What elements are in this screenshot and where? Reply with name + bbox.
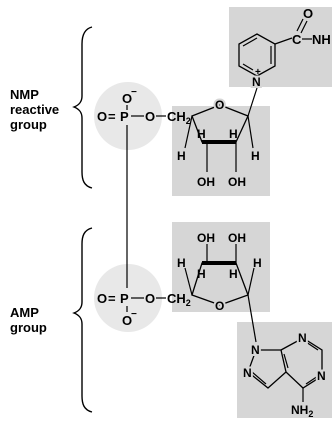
amp-c4-h-bond <box>184 267 193 296</box>
nmp-c1-n-bond <box>247 87 258 117</box>
nmp-top-oxygen-charge: − <box>131 87 137 98</box>
nmp-ribose-box <box>172 106 270 196</box>
nmp-c4-h-bond <box>184 115 193 149</box>
nmp-oh-c2: OH <box>228 175 246 189</box>
amp-h-c4: H <box>177 256 186 270</box>
nmp-top-oxygen: O <box>122 91 132 106</box>
amide-oxygen: O <box>303 6 313 21</box>
adenine-inner-bond-1 <box>251 371 267 385</box>
nmp-oh-c3: OH <box>197 175 215 189</box>
nmp-c1-h-bond <box>247 115 254 149</box>
amp-bottom-oxygen: O <box>122 313 132 328</box>
amp-label-line2: group <box>10 320 47 335</box>
adenine-inner-bond-2 <box>283 353 289 369</box>
amide-c-bond <box>274 37 293 45</box>
amp-ring-oxygen: O <box>215 299 224 313</box>
amp-h-c2: H <box>229 267 238 281</box>
nmp-h-c2: H <box>229 127 238 141</box>
nmp-h-c4: H <box>177 149 186 163</box>
adenine-n1: N <box>317 369 326 383</box>
amp-brace <box>72 227 93 413</box>
pyridinium-nitrogen: N <box>252 75 261 89</box>
nmp-ch2: CH2 <box>167 109 191 126</box>
amide-co-bond-b <box>300 20 308 34</box>
nmp-ribose-ring <box>191 104 249 143</box>
adenine-n9: N <box>251 343 260 357</box>
amp-h-c1: H <box>253 256 262 270</box>
adenine-box <box>237 322 332 418</box>
adenine-imidazole-ring <box>247 349 287 389</box>
amp-ribose-box <box>172 222 270 312</box>
adenine-amino-group: NH2 <box>291 403 313 419</box>
amp-c1-h-bond <box>247 267 255 296</box>
nmp-h-c1: H <box>251 149 260 163</box>
nmp-label-line3: group <box>10 117 47 132</box>
amp-oh-c2: OH <box>228 231 246 245</box>
nmp-phosphate-highlight <box>94 82 162 150</box>
adenine-inner-bond-4 <box>305 375 319 385</box>
nmp-double-bond: = <box>108 109 116 124</box>
pyridinium-ring <box>238 33 276 77</box>
amp-bottom-oxygen-charge: − <box>131 309 137 320</box>
nmp-ring-oxygen: O <box>215 98 224 112</box>
adenine-pyrimidine-ring <box>280 337 323 389</box>
nmp-phosphorus: P <box>120 109 129 124</box>
amp-phosphorus: P <box>120 291 129 306</box>
amp-label-line1: AMP <box>10 305 39 320</box>
amp-double-bond: = <box>108 291 116 306</box>
amp-c1-n9-bond <box>247 294 257 343</box>
nmp-ester-oxygen: O <box>145 109 155 124</box>
amp-ch2: CH2 <box>167 291 191 308</box>
amp-h-c3: H <box>197 267 206 281</box>
amp-oh-c3: OH <box>197 231 215 245</box>
amp-double-oxygen: O <box>97 291 107 306</box>
nmp-label-line2: reactive <box>10 102 59 117</box>
nicotinamide-box <box>229 7 332 87</box>
nmp-brace <box>72 26 93 189</box>
pyridinium-charge: + <box>255 67 261 78</box>
amp-ester-oxygen: O <box>145 291 155 306</box>
nmp-h-c3: H <box>197 127 206 141</box>
amide-carbon: C <box>292 32 302 47</box>
amp-phosphate-highlight <box>94 264 162 332</box>
amide-nh: NH <box>312 32 331 47</box>
nmp-label-line1: NMP <box>10 87 39 102</box>
amide-co-bond-a <box>296 18 304 32</box>
adenine-n7: N <box>243 366 252 380</box>
nmp-double-oxygen: O <box>97 109 107 124</box>
pyridinium-inner-bond-3 <box>242 63 254 71</box>
amp-ribose-ring <box>191 262 249 306</box>
adenine-inner-bond-3 <box>305 341 319 351</box>
adenine-n3: N <box>298 331 307 345</box>
pyridinium-inner-bond-1 <box>242 37 258 47</box>
